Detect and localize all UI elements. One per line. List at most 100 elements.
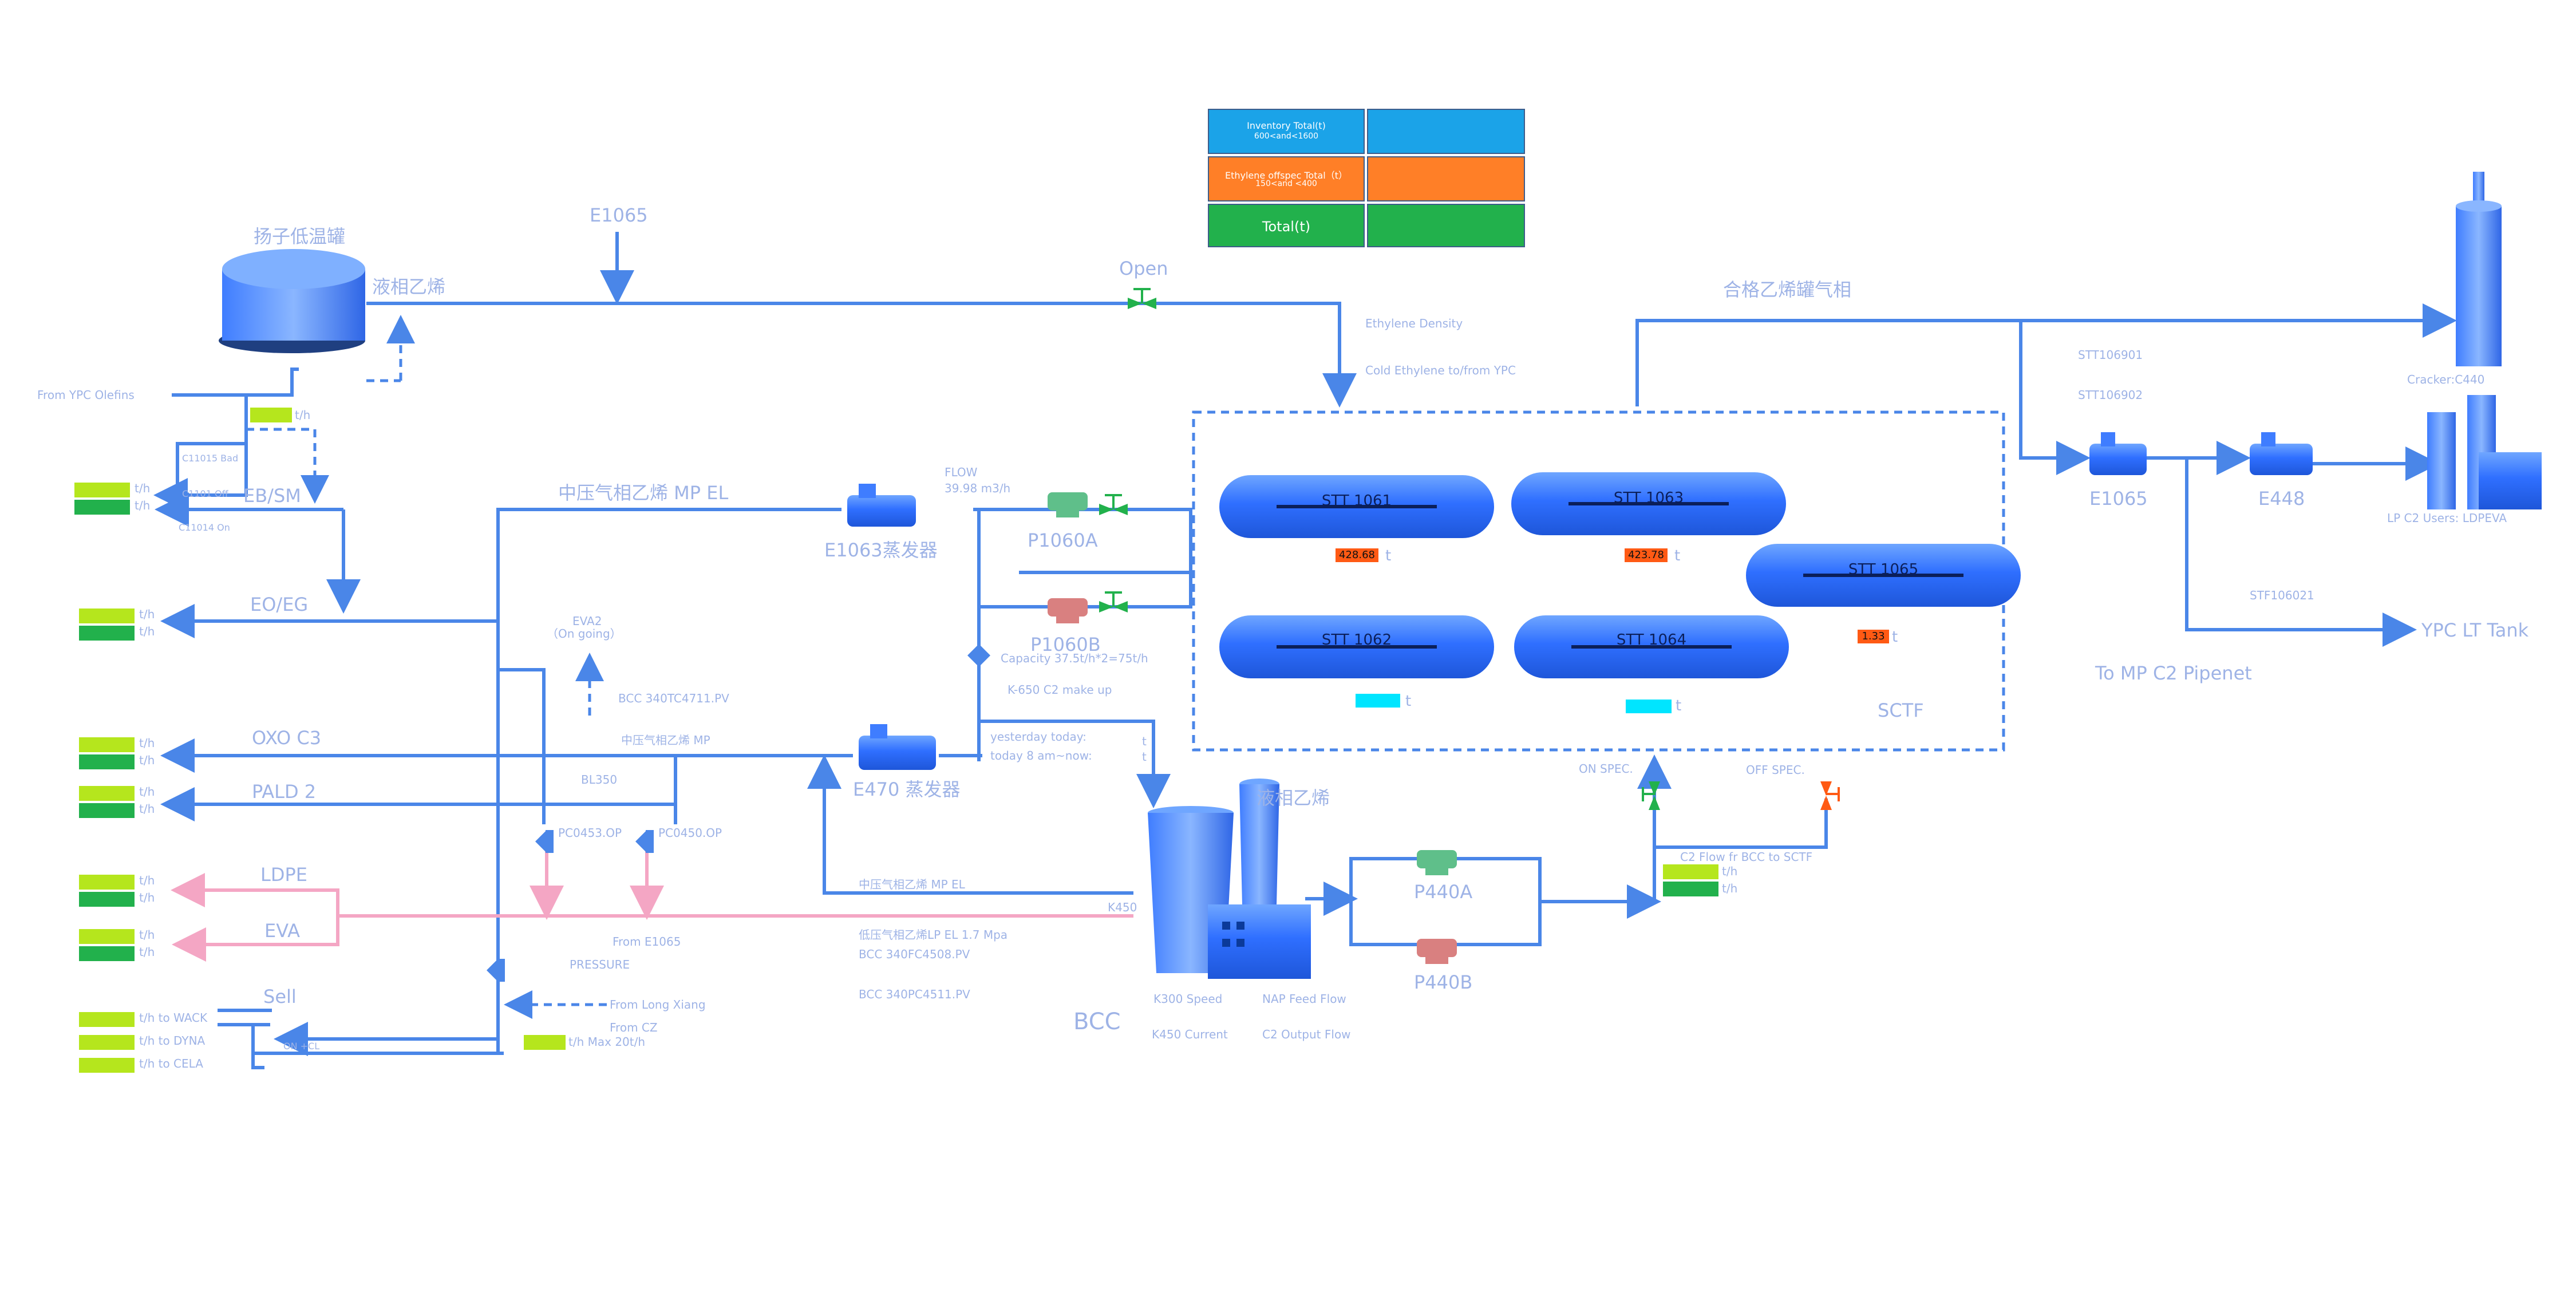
flow-indicator <box>79 1058 135 1073</box>
label-e1065-top: E1065 <box>590 204 648 226</box>
kpi-ethylene-label: Ethylene offspec Total（t） 150<and <400 <box>1208 156 1365 201</box>
label-lp-users: LP C2 Users: LDPEVA <box>2387 511 2507 525</box>
flow-indicator <box>79 626 135 641</box>
label-th: t/h <box>139 802 155 816</box>
kpi-total-label: Total(t) <box>1208 204 1365 247</box>
flow-indicator <box>79 929 135 944</box>
label-bcc-340pc: BCC 340PC4511.PV <box>859 987 970 1001</box>
label-sell: Sell <box>263 986 297 1007</box>
label-c1101: C1101 Off <box>182 488 228 499</box>
flow-indicator <box>250 408 292 422</box>
label-on-cl: ON +CL <box>283 1041 320 1052</box>
label-c2-output: C2 Output Flow <box>1262 1028 1351 1041</box>
label-c11014: C11014 On <box>179 522 230 533</box>
label-eb-sm: EB/SM <box>243 485 301 507</box>
label-p1060b: P1060B <box>1030 634 1101 655</box>
label-from-cz: From CZ <box>610 1021 658 1034</box>
tank-value: 423.78 <box>1625 548 1668 562</box>
label-flow: FLOW <box>945 465 978 479</box>
label-liquid-ethylene: 液相乙烯 <box>372 276 446 298</box>
tank-unit: t <box>1676 697 1682 714</box>
label-th: t/h <box>1722 864 1738 878</box>
flow-indicator <box>79 875 135 890</box>
label-th: t/h <box>295 408 311 422</box>
label-cold-ethylene: Cold Ethylene to/from YPC <box>1365 363 1516 377</box>
label-e1063: E1063蒸发器 <box>824 539 938 561</box>
label-th: t/h <box>139 874 155 887</box>
label-e448: E448 <box>2258 488 2305 509</box>
label-cracker: Cracker:C440 <box>2407 373 2485 386</box>
label-nap-feed: NAP Feed Flow <box>1262 992 1346 1006</box>
label-pald2: PALD 2 <box>252 781 317 803</box>
flow-indicator <box>1663 882 1718 896</box>
label-from-longxiang: From Long Xiang <box>610 998 706 1011</box>
flow-indicator <box>79 803 135 818</box>
tank-unit: t <box>1385 547 1392 564</box>
label-th: t/h <box>139 785 155 799</box>
label-ypc-lt-tank: YPC LT Tank <box>2421 619 2529 641</box>
label-qualified-gas: 合格乙烯罐气相 <box>1723 279 1852 301</box>
label-bl350: BL350 <box>581 773 618 787</box>
flow-indicator <box>79 786 135 801</box>
label-pc0453: PC0453.OP <box>558 826 622 840</box>
tank-unit: t <box>1892 629 1898 646</box>
label-th: t/h <box>135 499 151 512</box>
label-th: t/h <box>139 891 155 904</box>
label-stf106021: STF106021 <box>2250 588 2314 602</box>
flow-indicator <box>79 1035 135 1050</box>
kpi-ethylene-value <box>1367 156 1525 201</box>
label-k450-current: K450 Current <box>1152 1028 1228 1041</box>
tank-value: 428.68 <box>1336 548 1378 562</box>
label-open: Open <box>1119 258 1168 279</box>
label-p440b: P440B <box>1414 971 1473 993</box>
tank-label: STT 1065 <box>1848 561 1919 578</box>
label-from-e1065: From E1065 <box>613 935 681 949</box>
label-stt106901: STT106901 <box>2078 348 2143 362</box>
valve-icon <box>1099 288 1660 810</box>
flow-indicator <box>79 946 135 961</box>
flow-indicator <box>524 1035 566 1050</box>
label-bcc-340tc: BCC 340TC4711.PV <box>618 692 729 705</box>
label-today8: today 8 am~now: <box>990 749 1092 762</box>
label-from-ypc: From YPC Olefins <box>37 388 135 402</box>
tower-icon <box>2456 172 2502 366</box>
label-to-wack: t/h to WACK <box>139 1011 208 1025</box>
label-pc0450: PC0450.OP <box>658 826 722 840</box>
label-capacity: Capacity 37.5t/h*2=75t/h <box>1001 651 1148 665</box>
label-p440a: P440A <box>1414 881 1473 903</box>
label-max20: t/h Max 20t/h <box>568 1035 646 1049</box>
label-mp-pipenet: To MP C2 Pipenet <box>2095 662 2252 684</box>
label-th: t/h <box>135 481 151 495</box>
label-yesterday: yesterday today: <box>990 730 1086 744</box>
label-mp-el: 中压气相乙烯 MP EL <box>558 482 729 504</box>
label-ethylene-density: Ethylene Density <box>1365 317 1463 330</box>
label-bcc: BCC <box>1073 1009 1121 1035</box>
tank-value <box>1356 694 1400 708</box>
flow-indicator <box>79 892 135 907</box>
pump-icon <box>1048 492 1457 964</box>
label-th: t/h <box>139 928 155 942</box>
tank-value: 1.33 <box>1858 630 1889 643</box>
tank-label: STT 1061 <box>1321 492 1392 509</box>
label-ldpe: LDPE <box>260 864 307 886</box>
label-c11015: C11015 Bad <box>182 453 239 464</box>
label-to-dyna: t/h to DYNA <box>139 1034 206 1048</box>
tank-icon <box>219 249 365 353</box>
flow-indicator <box>74 483 130 497</box>
flow-indicator <box>74 500 130 515</box>
label-off-spec: OFF SPEC. <box>1746 763 1805 777</box>
label-th: t/h <box>139 607 155 621</box>
label-stt106902: STT106902 <box>2078 388 2143 402</box>
label-flow-val: 39.98 m3/h <box>945 481 1011 495</box>
label-k450: K450 <box>1108 900 1137 914</box>
label-eva: EVA <box>264 920 300 942</box>
label-t: t <box>1142 734 1147 748</box>
label-bcc-340fc: BCC 340FC4508.PV <box>859 947 970 961</box>
flow-indicator <box>79 1012 135 1027</box>
factory-icon <box>1148 779 1311 979</box>
kpi-inventory-value <box>1367 109 1525 154</box>
tank-value <box>1626 700 1672 713</box>
label-on-spec: ON SPEC. <box>1579 762 1633 776</box>
tank-unit: t <box>1674 547 1681 564</box>
label-th: t/h <box>139 945 155 959</box>
